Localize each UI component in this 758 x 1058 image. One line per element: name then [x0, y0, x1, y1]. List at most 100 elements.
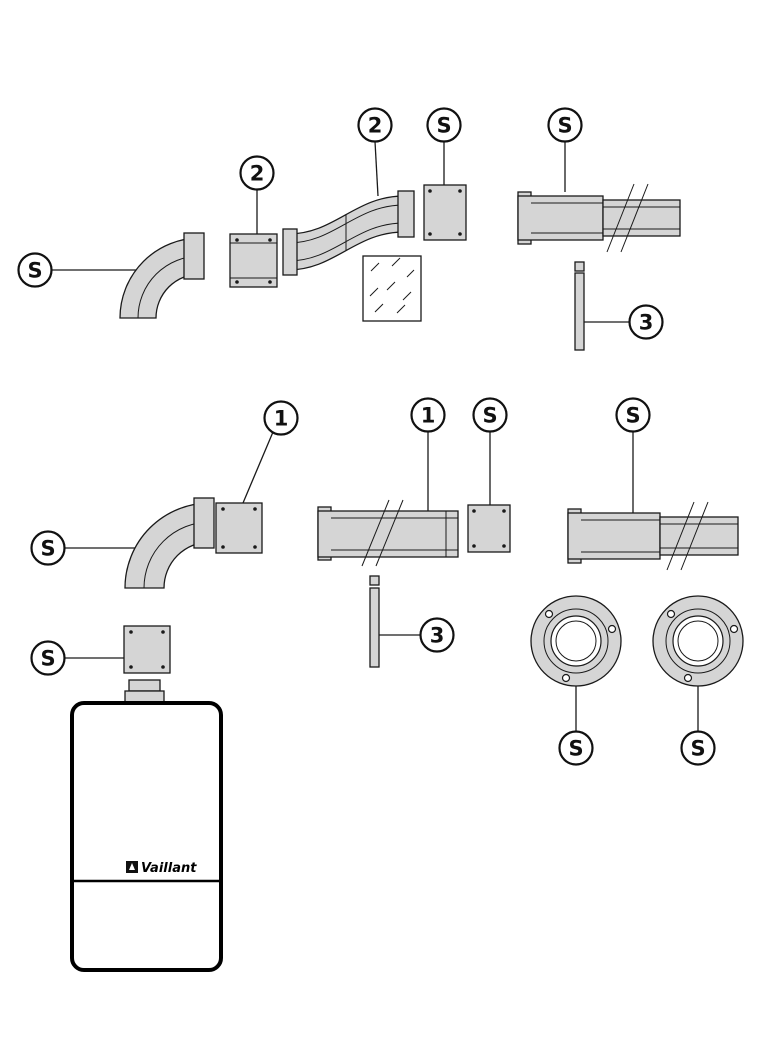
screw-dot	[129, 630, 133, 634]
callout-circle	[263, 400, 299, 436]
callout-elbow-bottom: S	[30, 530, 66, 566]
callout-circle	[30, 640, 66, 676]
elbow-body	[119, 237, 201, 319]
bolt-hole	[561, 673, 571, 683]
callout-circle	[472, 397, 508, 433]
callout-label: S	[40, 647, 55, 671]
mounting-plate-mid	[467, 504, 511, 553]
callout-offset-bend: 2	[357, 107, 393, 143]
screw-dot	[235, 280, 239, 284]
hatched-gasket-plate	[362, 255, 422, 322]
screw-dot	[458, 189, 462, 193]
screw-dot	[129, 665, 133, 669]
strip-cap	[369, 575, 380, 586]
break-mark	[606, 183, 635, 253]
callout-circle	[558, 730, 594, 766]
callout-flange-right: S	[680, 730, 716, 766]
flange-bore	[550, 615, 602, 667]
boiler-flue-stub-top	[128, 679, 161, 692]
measuring-strip-top	[574, 261, 585, 351]
callout-label: S	[690, 737, 705, 761]
leader-line	[242, 431, 274, 504]
break-mark	[666, 501, 695, 571]
screw-dot	[472, 509, 476, 513]
bolt-hole	[683, 673, 693, 683]
screw-dot	[253, 545, 257, 549]
boiler-unit: Vaillant	[70, 679, 223, 972]
callout-circle	[239, 155, 275, 191]
offset-bend-innerline	[287, 222, 405, 262]
callout-circle	[419, 617, 455, 653]
bolt-hole	[666, 609, 676, 619]
screw-dot	[428, 189, 432, 193]
callout-plate-top: S	[426, 107, 462, 143]
callout-plate-left: S	[30, 640, 66, 676]
screw-dot	[268, 280, 272, 284]
callout-strip-bottom: 3	[419, 617, 455, 653]
break-mark	[375, 499, 404, 567]
bolt-hole	[729, 624, 739, 634]
hatch-stroke	[386, 281, 396, 291]
pipe-inner	[602, 199, 681, 237]
gasket-body	[362, 255, 422, 322]
screw-dot	[161, 630, 165, 634]
flange-ring	[665, 608, 731, 674]
plate-body	[215, 502, 263, 554]
screw-dot	[221, 545, 225, 549]
plate-body	[123, 625, 171, 674]
offset-bend-ring-left	[282, 228, 298, 276]
screw-dot	[472, 544, 476, 548]
hatch-stroke	[370, 262, 380, 272]
callout-elbow-top: S	[17, 252, 53, 288]
callout-label: 2	[368, 114, 383, 138]
break-mark	[620, 183, 649, 253]
offset-bend-pipe	[282, 190, 415, 276]
strip-body	[574, 272, 585, 351]
callout-circle	[426, 107, 462, 143]
extension-pipe-top	[517, 183, 681, 253]
break-mark	[361, 499, 390, 567]
hatch-stroke	[374, 303, 384, 313]
callout-flange-left: S	[558, 730, 594, 766]
offset-bend-ring-right	[397, 190, 415, 238]
callout-plate-bottom-1: 1	[263, 400, 299, 436]
screw-dot	[428, 232, 432, 236]
callout-circle	[357, 107, 393, 143]
callout-label: S	[625, 404, 640, 428]
plate-body	[423, 184, 467, 241]
boiler-casing	[70, 701, 223, 972]
offset-bend-innerline	[287, 204, 405, 244]
pipe-clamp-top	[229, 233, 278, 288]
hatch-stroke	[369, 287, 379, 297]
callout-label: S	[568, 737, 583, 761]
vaillant-logo: Vaillant	[126, 861, 197, 876]
leader-line	[374, 141, 379, 197]
hatch-stroke	[406, 269, 415, 278]
callout-pipe-top: S	[547, 107, 583, 143]
callout-label: S	[482, 404, 497, 428]
callout-circle	[547, 107, 583, 143]
screw-dot	[502, 509, 506, 513]
callout-label: S	[557, 114, 572, 138]
vaillant-logo-icon-mark	[129, 863, 135, 870]
callout-strip-top: 3	[628, 304, 664, 340]
mounting-plate-top	[423, 184, 467, 241]
callout-label: 3	[639, 311, 654, 335]
elbow-bend-bottom	[124, 497, 215, 589]
screw-dot	[458, 232, 462, 236]
flange-bore-rim	[677, 620, 719, 662]
screw-dot	[235, 238, 239, 242]
elbow-bend-top	[119, 232, 205, 319]
screw-dot	[253, 507, 257, 511]
callout-plate-mid: S	[472, 397, 508, 433]
elbow-coupling-ring	[193, 497, 215, 549]
screw-dot	[161, 665, 165, 669]
flange-bore-rim	[555, 620, 597, 662]
callout-label: S	[436, 114, 451, 138]
bolt-hole	[607, 624, 617, 634]
callout-circle	[30, 530, 66, 566]
callout-label: S	[40, 537, 55, 561]
screw-dot	[502, 544, 506, 548]
callout-pipe-mid: 1	[410, 397, 446, 433]
